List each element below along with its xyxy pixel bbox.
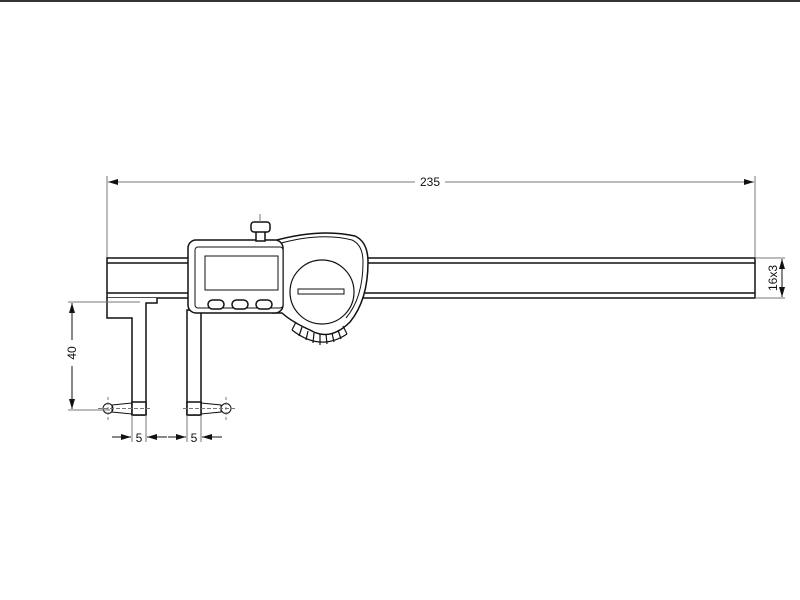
sliding-jaw [186,309,202,416]
button-3 [255,299,273,310]
button-1 [207,299,225,310]
left-tip-label: 5 [136,431,143,445]
tip-dimensions: 5 5 [112,415,222,445]
top-border [0,0,800,2]
ball-tip-left [98,397,150,420]
right-tip-label: 5 [191,431,198,445]
beam-section-dimension: 16x3 [755,257,785,299]
display-unit [187,214,369,345]
fixed-jaw [106,298,158,416]
lock-screw-head [250,221,271,233]
lcd-screen [204,255,279,291]
jaw-depth-label: 40 [65,346,79,360]
overall-length-label: 235 [420,175,440,189]
button-2 [231,299,249,310]
jaw-depth-dimension: 40 [65,301,140,411]
ball-tip-right [183,397,236,420]
thumb-wheel [291,321,348,345]
beam-section-label: 16x3 [766,265,780,291]
